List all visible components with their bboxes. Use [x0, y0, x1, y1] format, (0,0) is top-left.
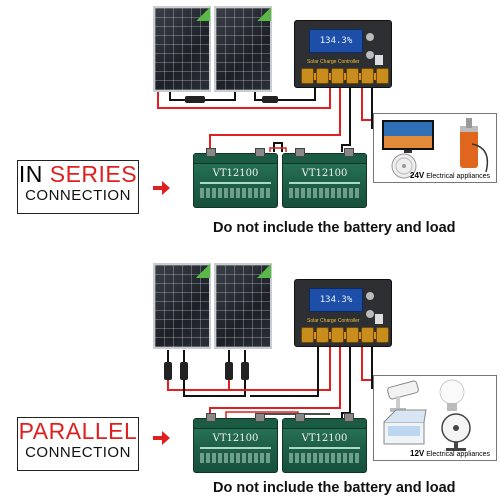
controller-terminals	[301, 327, 389, 343]
usb-port-icon	[375, 55, 383, 65]
controller-screen: 134.3%	[309, 288, 363, 312]
battery-3: VT12100	[193, 413, 278, 473]
parallel-label-box: PARALLEL CONNECTION	[17, 417, 139, 471]
parallel-appliances: 12V Electrical appliances	[373, 375, 497, 461]
series-subtitle: CONNECTION	[25, 187, 131, 204]
controller-screen: 134.3%	[309, 29, 363, 53]
parallel-notice: Do not include the battery and load	[213, 480, 456, 496]
controller-buttons	[365, 29, 383, 59]
series-wiring	[153, 88, 375, 195]
series-appliances: 24V Electrical appliances	[373, 113, 497, 183]
solar-panel-4	[214, 263, 272, 349]
solar-panel-2	[214, 6, 272, 92]
battery-2: VT12100	[282, 148, 367, 208]
battery-terminal	[206, 148, 216, 157]
charge-controller: 134.3% Solar Charge Controller	[294, 20, 392, 88]
panel-tag-icon	[196, 7, 210, 21]
battery-model: VT12100	[301, 168, 348, 179]
freezer-icon	[383, 409, 427, 445]
battery-model: VT12100	[301, 433, 348, 444]
water-pump-icon	[460, 118, 489, 173]
battery-terminal	[295, 148, 305, 157]
battery-terminal	[344, 148, 354, 157]
controller-strip	[307, 73, 381, 80]
desk-fan-icon	[441, 413, 471, 451]
series-label-box: IN SERIES CONNECTION	[17, 160, 139, 214]
panel-tag-icon	[196, 264, 210, 278]
controller-buttons	[365, 288, 383, 318]
controller-terminals	[301, 68, 389, 84]
panel-tag-icon	[257, 7, 271, 21]
usb-port-icon	[375, 314, 383, 324]
series-appliance-caption: 24V Electrical appliances	[410, 171, 490, 180]
battery-1: VT12100	[193, 148, 278, 208]
panel-tag-icon	[257, 264, 271, 278]
series-prefix: IN	[18, 161, 50, 187]
series-title: IN SERIES	[18, 161, 138, 187]
controller-label: Solar Charge Controller	[307, 59, 360, 65]
series-notice: Do not include the battery and load	[213, 220, 456, 236]
solar-panel-1	[153, 6, 211, 92]
parallel-voltage: 12V	[410, 449, 425, 458]
cctv-camera-icon	[387, 380, 419, 412]
light-bulb-icon	[439, 379, 465, 411]
charge-controller: 134.3% Solar Charge Controller	[294, 279, 392, 347]
controller-strip	[307, 332, 381, 339]
parallel-subtitle: CONNECTION	[25, 444, 131, 461]
battery-4: VT12100	[282, 413, 367, 473]
battery-model: VT12100	[212, 433, 259, 444]
battery-model: VT12100	[212, 168, 259, 179]
series-voltage: 24V	[410, 171, 425, 180]
parallel-caption-text: Electrical appliances	[426, 451, 490, 458]
series-caption-text: Electrical appliances	[426, 173, 490, 180]
battery-terminal	[255, 413, 265, 422]
fan-icon	[391, 153, 417, 179]
battery-terminal	[344, 413, 354, 422]
battery-terminal	[206, 413, 216, 422]
solar-panel-3	[153, 263, 211, 349]
parallel-appliance-caption: 12V Electrical appliances	[410, 449, 490, 458]
parallel-title: PARALLEL	[18, 418, 138, 444]
tv-icon	[382, 120, 434, 153]
battery-terminal	[255, 148, 265, 157]
battery-terminal	[295, 413, 305, 422]
series-highlight: SERIES	[49, 161, 138, 187]
controller-label: Solar Charge Controller	[307, 318, 360, 324]
